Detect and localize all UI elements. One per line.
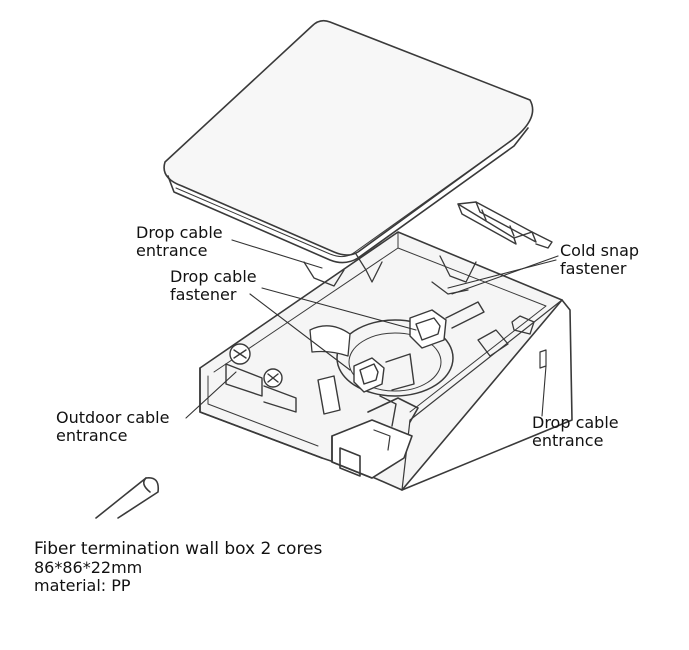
leader-lines [185, 239, 559, 419]
label-line: Drop cable [532, 413, 619, 432]
spec-title: Fiber termination wall box 2 cores [34, 539, 323, 559]
spec-size: 86*86*22mm [34, 558, 143, 577]
label-outdoor-cable-entrance: Outdoor cable entrance [56, 409, 169, 445]
label-drop-cable-fastener: Drop cable fastener [170, 268, 257, 304]
label-drop-cable-entrance-right: Drop cable entrance [532, 414, 619, 450]
base-tray [199, 231, 573, 491]
outdoor-cable [95, 476, 160, 519]
inner-ribs [303, 253, 535, 357]
screw-posts [225, 343, 297, 413]
label-line: Drop cable [136, 223, 223, 242]
spec-material: material: PP [34, 576, 131, 595]
front-posts [317, 375, 397, 427]
label-line: Outdoor cable [56, 408, 170, 427]
right-slots [539, 349, 547, 369]
label-line: Drop cable [170, 267, 257, 286]
label-drop-cable-entrance-top: Drop cable entrance [136, 224, 223, 260]
spec-block: Fiber termination wall box 2 cores 86*86… [34, 539, 322, 595]
cold-snap-fastener-part [457, 201, 553, 249]
drop-cable-fastener-clips [353, 301, 485, 393]
label-line: entrance [56, 426, 128, 445]
fiber-adapter-port [331, 397, 419, 479]
label-cold-snap-fastener: Cold snap fastener [560, 242, 639, 278]
fiber-ring [309, 319, 454, 397]
label-line: entrance [532, 431, 604, 450]
label-line: Cold snap [560, 241, 640, 260]
label-line: fastener [560, 259, 627, 278]
label-line: fastener [170, 285, 237, 304]
label-line: entrance [136, 241, 208, 260]
